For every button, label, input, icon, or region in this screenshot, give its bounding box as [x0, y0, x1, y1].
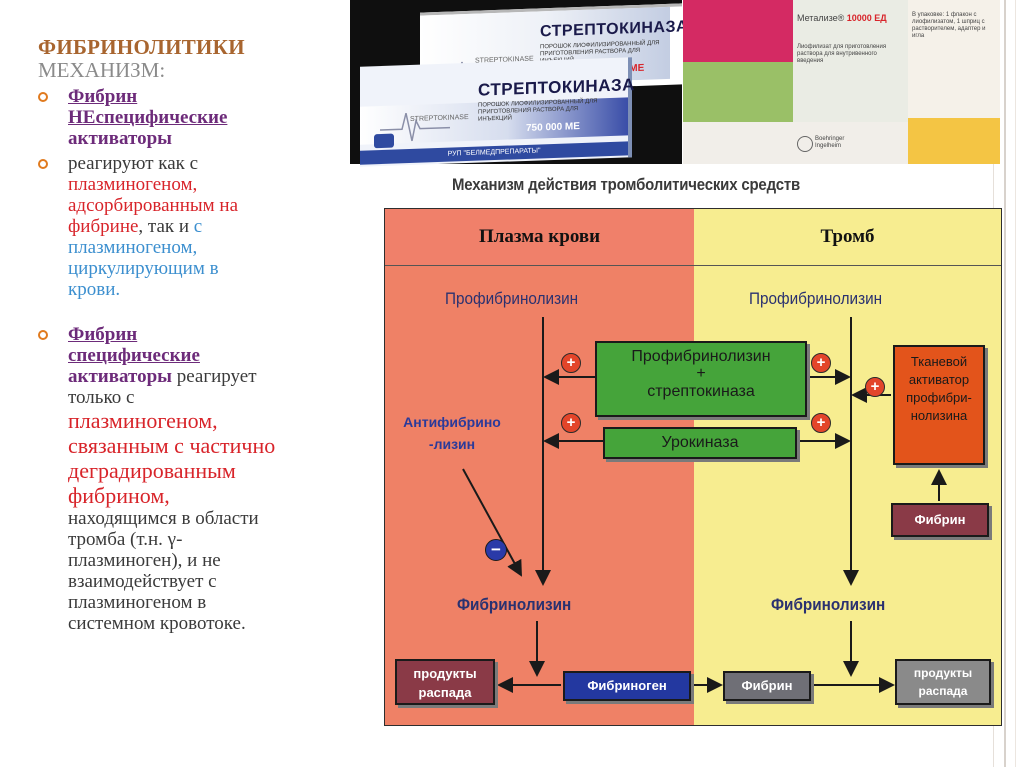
box2-dose: 750 000 МЕ	[526, 121, 580, 134]
tissue-activator-box: Тканевой активатор профибри- нолизина	[893, 345, 985, 465]
bullet3-red-2: связанным с частично	[68, 433, 276, 458]
bullet3-line-t8: системном кровотоке.	[68, 613, 246, 634]
activation-plus-icon: +	[561, 353, 581, 373]
bullet3-red-4: фибрином,	[68, 483, 170, 508]
bullet1-heading-1: Фибрин	[68, 86, 138, 107]
bullet2-with: с	[189, 216, 203, 237]
green1-line3: стрептокиназа	[647, 383, 755, 400]
products-left-line2: распада	[418, 685, 472, 700]
bullet3-line-t3: находящимся в области	[68, 508, 259, 529]
ekg-icon	[380, 112, 450, 142]
bullet3-line-t4: тромба (т.н. γ-	[68, 529, 183, 550]
orange-line4: нолизина	[910, 408, 968, 423]
products-right-line2: распада	[918, 684, 968, 698]
fibrinogen-box: Фибриноген	[563, 671, 691, 701]
slide-subtitle: МЕХАНИЗМ:	[38, 58, 166, 82]
green1-plus: +	[696, 365, 706, 382]
bullet3-reacts: реагирует	[171, 366, 257, 387]
orange-line1: Тканевой	[910, 354, 968, 369]
bullet-specific: Фибрин специфические активаторы реагируе…	[38, 324, 368, 634]
mechanism-diagram: Плазма крови Тромб	[384, 208, 1002, 726]
box2-brand: СТРЕПТОКИНАЗА	[478, 75, 635, 100]
plasma-zone	[385, 209, 694, 725]
green1-line1: Профибринолизин	[631, 348, 771, 365]
bullet-dot-icon	[38, 92, 48, 102]
metalyse-dose: 10000 ЕД	[846, 13, 887, 23]
fibrinolysin-thrombus: Фибринолизин	[771, 595, 886, 614]
boehringer-logo-icon	[797, 136, 813, 152]
header-plasma: Плазма крови	[385, 209, 694, 265]
fibrin-box-bottom: Фибрин	[723, 671, 811, 701]
diagram-title: Механизм действия тромболитических средс…	[452, 175, 801, 194]
metalyse-maker: Boehringer Ingelheim	[815, 136, 845, 149]
antif-line1: Антифибрино	[403, 414, 501, 430]
bullet2-and: , так и	[138, 216, 190, 237]
metalyse-form-text: Лиофилизат для приготовления раствора дл…	[797, 44, 887, 64]
bullet2-line-4: фибрине, так и с	[68, 216, 368, 237]
activation-plus-icon: +	[811, 413, 831, 433]
products-right-line1: продукты	[913, 666, 973, 680]
bullet2-line-3: адсорбированным на	[68, 195, 238, 216]
activation-plus-icon: +	[865, 377, 885, 397]
urokinase-box: Урокиназа	[603, 427, 797, 459]
bullet3-heading-1: Фибрин	[68, 324, 138, 345]
bullet1-heading-2: НЕспецифические	[68, 107, 228, 128]
bullet3-line-t6: взаимодействует с	[68, 571, 217, 592]
orange-line3: профибри-	[906, 390, 972, 405]
degradation-products-thrombus: продукты распада	[895, 659, 991, 705]
bullet3-red-1: плазминогеном,	[68, 408, 218, 433]
metalyse-pack-text: В упаковке: 1 флакон с лиофилизатом, 1 ш…	[912, 12, 986, 39]
products-left-line1: продукты	[413, 666, 477, 681]
fibrinolysin-plasma: Фибринолизин	[457, 595, 572, 614]
bullet2-line-1: реагируют как с	[68, 153, 199, 174]
profibrinolysin-plasma: Профибринолизин	[445, 289, 579, 308]
bullet3-red-3: деградированным	[68, 458, 236, 483]
orange-line2: активатор	[908, 372, 970, 387]
bullet2-line-2: плазминогеном,	[68, 174, 198, 195]
streptokinase-box-750000: СТРЕПТОКИНАЗА ПОРОШОК ЛИОФИЛИЗИРОВАННЫЙ …	[360, 57, 635, 167]
bullet3-line-t7: плазминогеном в	[68, 592, 207, 613]
streptokinase-complex-box: Профибринолизин + стрептокиназа	[595, 341, 807, 417]
bullet3-only-with: только с	[68, 387, 135, 408]
profibrinolysin-thrombus: Профибринолизин	[749, 289, 883, 308]
antifibrinolysin-label: Антифибрино -лизин	[397, 411, 507, 455]
degradation-products-plasma: продукты распада	[395, 659, 495, 705]
bullet3-heading-2: специфические	[68, 345, 200, 366]
text-column: ФИБРИНОЛИТИКИ МЕХАНИЗМ: Фибрин НЕспецифи…	[38, 36, 368, 634]
bullet-dot-icon	[38, 330, 48, 340]
manufacturer-logo-icon	[374, 133, 394, 149]
thrombus-zone	[694, 209, 1001, 725]
bullet2-line-7: крови.	[68, 279, 121, 300]
fibrin-activator-box: Фибрин	[891, 503, 989, 537]
bullet2-line-6: циркулирующим в	[68, 258, 219, 279]
metalyse-name: Метализе	[797, 13, 838, 23]
antif-line2: -лизин	[428, 436, 476, 452]
bullet2-line-5: плазминогеном,	[68, 237, 198, 258]
bullet3-heading-3: активаторы	[68, 366, 172, 387]
activation-plus-icon: +	[561, 413, 581, 433]
bullet-nonspecific: Фибрин НЕспецифические активаторы	[38, 86, 368, 149]
slide-title: ФИБРИНОЛИТИКИ	[38, 35, 245, 59]
bullet-dot-icon	[38, 159, 48, 169]
bullet3-line-t5: плазминоген), и не	[68, 550, 221, 571]
diagram-arrows	[462, 317, 947, 693]
bullet1-heading-3: активаторы	[68, 128, 172, 149]
header-thrombus: Тромб	[694, 209, 1001, 265]
bullet2-fibrin: фибрине	[68, 216, 139, 237]
bullet-reacts-both: реагируют как с плазминогеном, адсорбиро…	[38, 153, 368, 300]
metalyse-title: Метализе® 10000 ЕД	[797, 13, 887, 23]
activation-plus-icon: +	[811, 353, 831, 373]
inhibition-minus-icon: −	[485, 539, 507, 561]
